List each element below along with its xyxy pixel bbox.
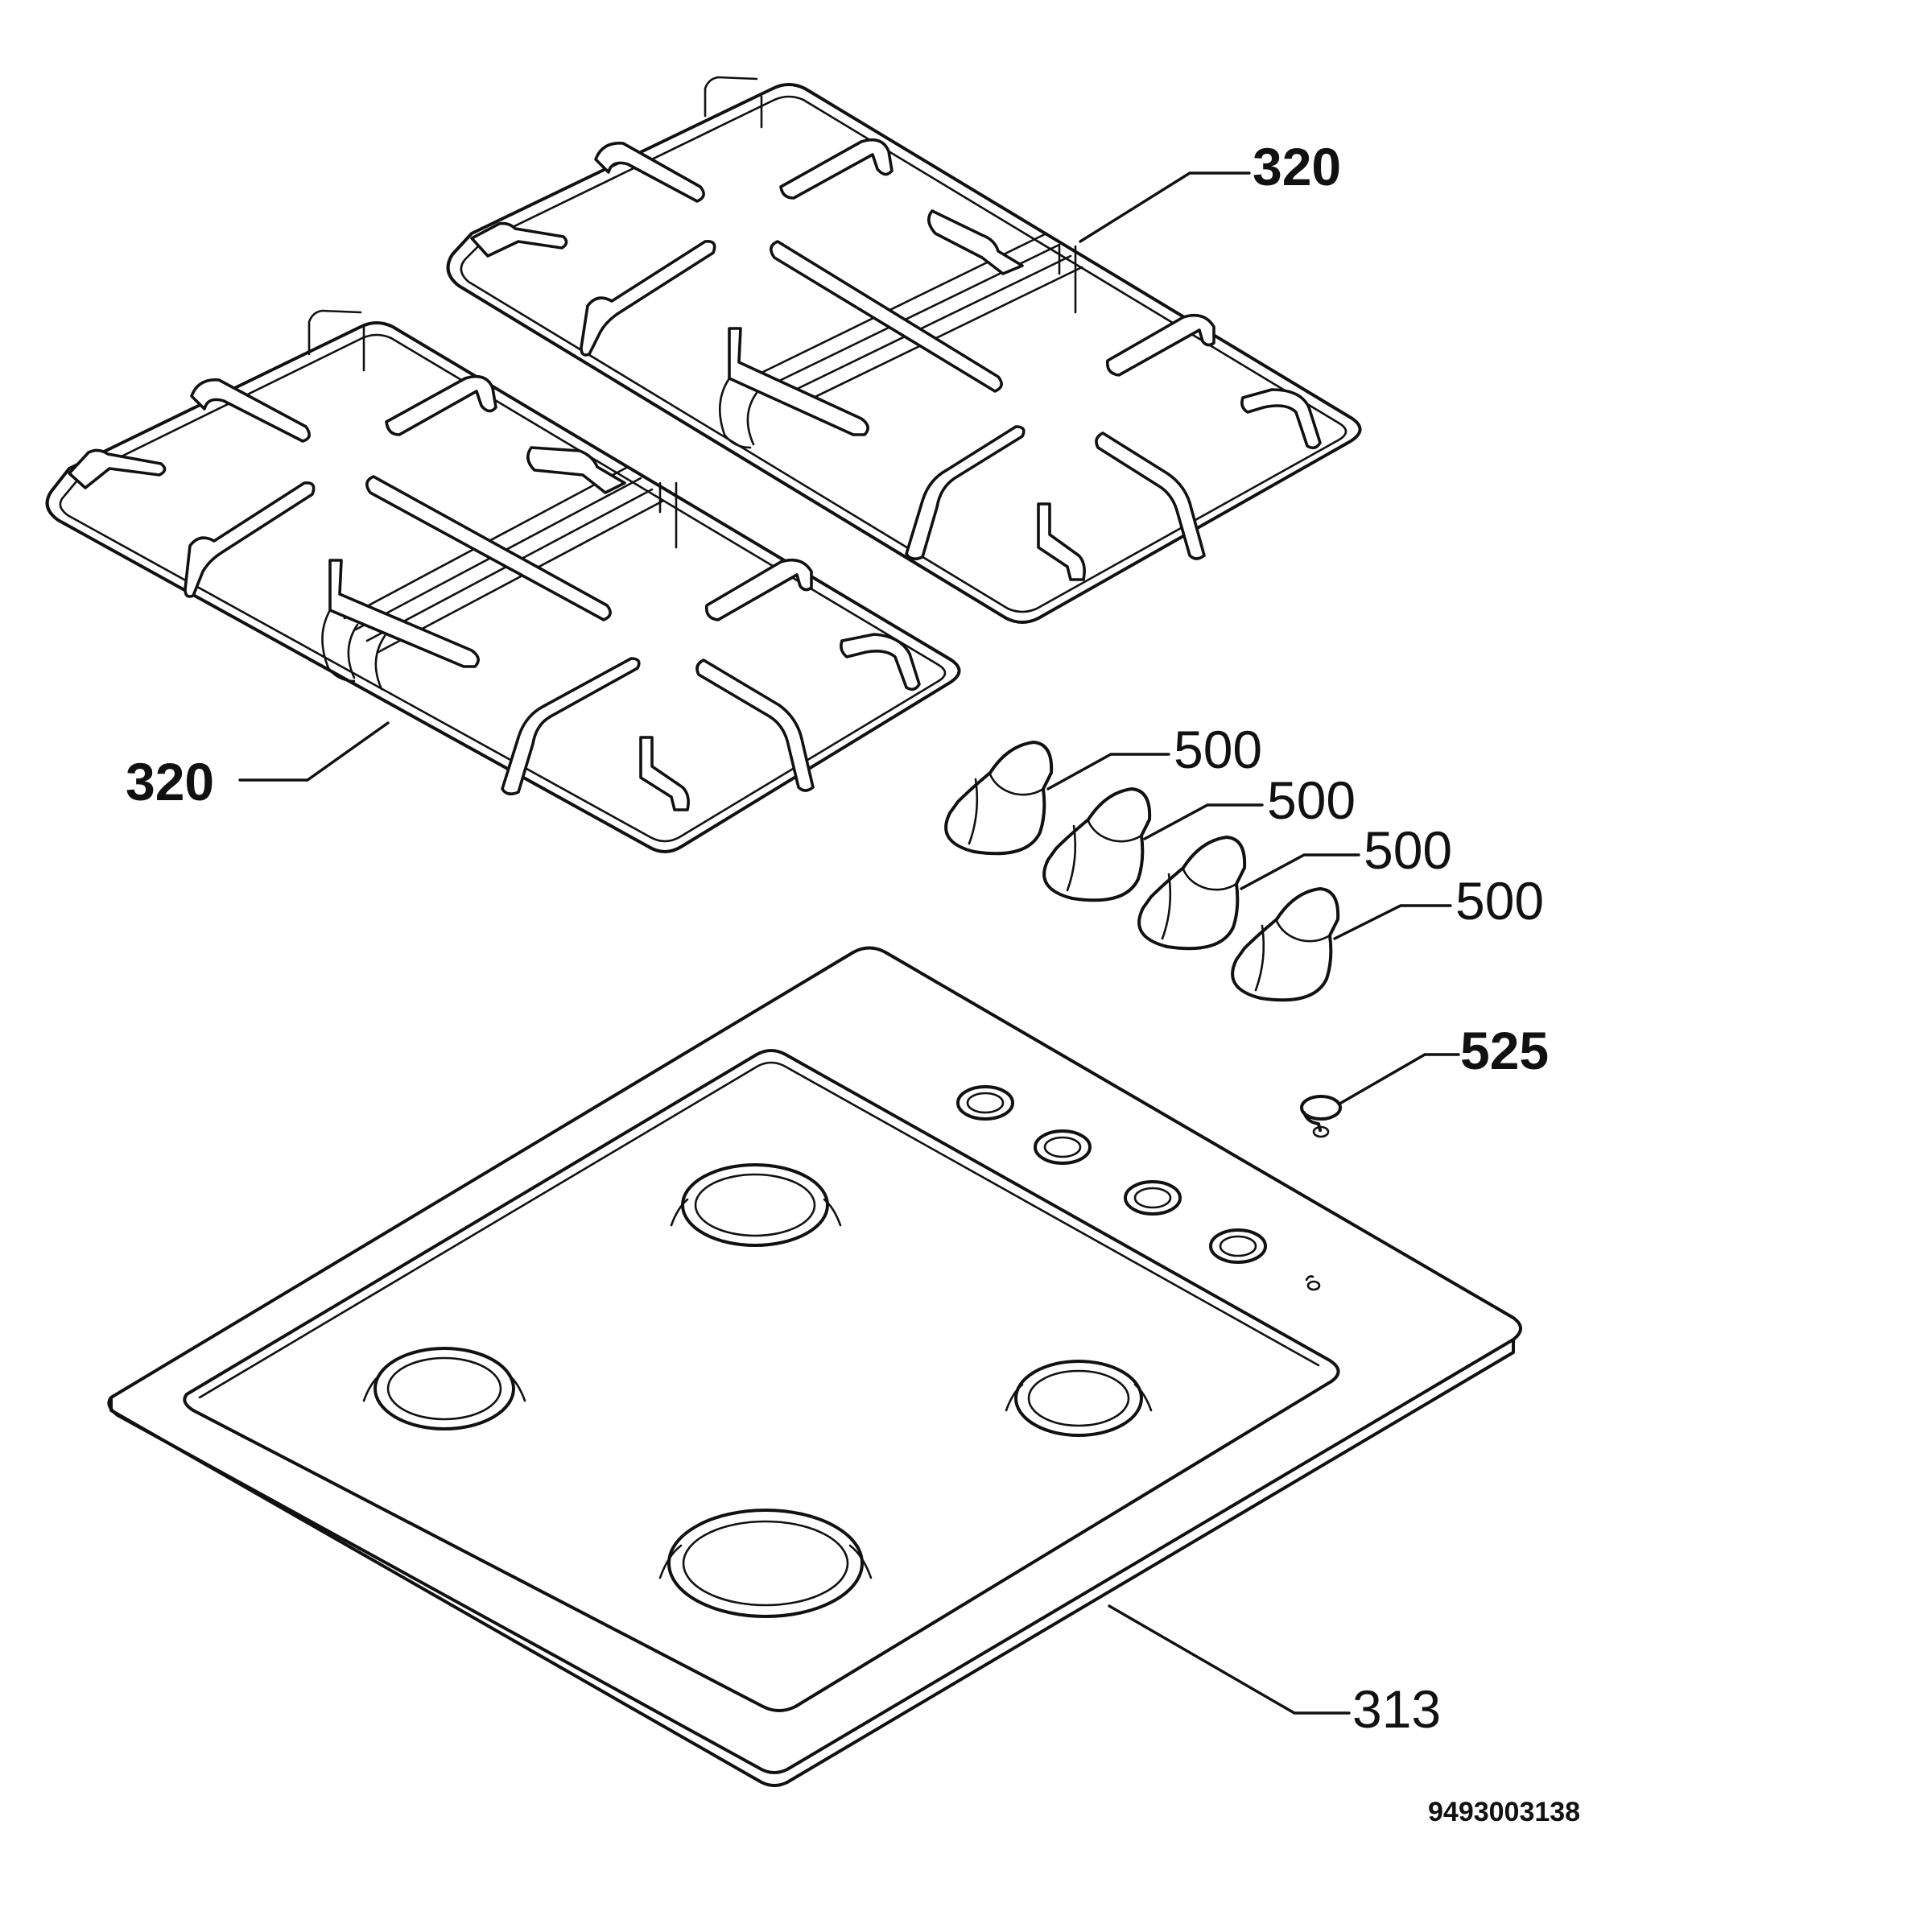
pan-support-upper-drawing [446, 76, 1362, 624]
control-knob-1-drawing [944, 741, 1054, 856]
ignition-button-drawing [1300, 1095, 1342, 1138]
leader-lines [238, 171, 1460, 1715]
control-knob-4-drawing [1231, 887, 1340, 1002]
pan-support-lower-drawing [45, 309, 961, 853]
part-label-500-knob-1: 500 [1174, 720, 1262, 779]
part-label-500-knob-2: 500 [1267, 770, 1356, 830]
part-label-320-upper: 320 [1253, 137, 1341, 196]
part-label-313-hob: 313 [1352, 1679, 1441, 1739]
control-knob-2-drawing [1042, 787, 1152, 902]
burner-opening-front [658, 1509, 873, 1618]
part-label-500-knob-4: 500 [1455, 871, 1544, 931]
control-knob-3-drawing [1137, 836, 1247, 951]
part-label-320-lower: 320 [126, 752, 214, 811]
document-number: 9493003138 [1428, 1797, 1580, 1827]
burner-opening-right [1005, 1360, 1153, 1437]
knob-holes [956, 1085, 1321, 1291]
burner-opening-left [362, 1347, 526, 1430]
hob-top-drawing [107, 946, 1522, 1787]
part-label-525-ignition: 525 [1460, 1021, 1549, 1080]
burner-opening-back [670, 1163, 842, 1247]
part-label-500-knob-3: 500 [1364, 820, 1452, 880]
